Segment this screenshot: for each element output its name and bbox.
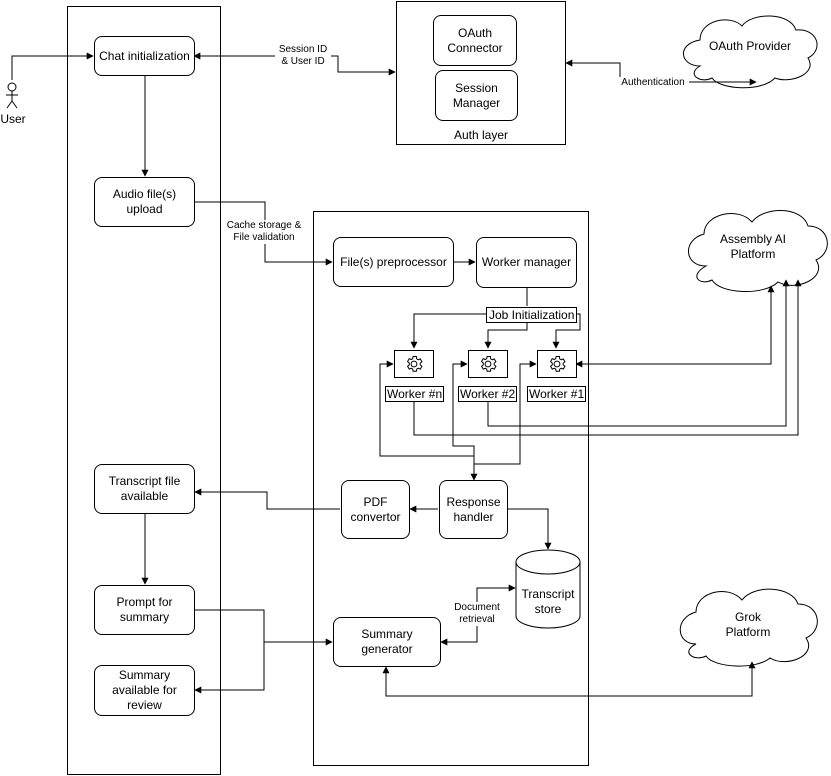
response-handler-box[interactable]: Response handler — [439, 480, 508, 539]
transcript-store-cylinder-top — [515, 549, 581, 575]
worker-n-label: Worker #n — [385, 386, 445, 402]
oauth-provider-label: OAuth Provider — [708, 39, 792, 53]
transcript-store-label: Transcript store — [521, 587, 575, 616]
user-lane — [67, 6, 221, 775]
prompt-summary-box[interactable]: Prompt for summary — [94, 585, 195, 635]
edge-response-store — [508, 508, 552, 550]
authentication-label: Authentication — [617, 77, 689, 89]
worker-n-gear — [394, 350, 434, 378]
transcript-available-box[interactable]: Transcript file available — [94, 464, 195, 514]
processing-container — [313, 211, 589, 766]
session-id-label: Session ID & User ID — [275, 44, 331, 68]
edge-chat-auth — [193, 52, 396, 76]
worker-1-label: Worker #1 — [527, 386, 587, 402]
assembly-ai-label: Assembly AI Platform — [719, 232, 787, 261]
auth-layer-title: Auth layer — [453, 128, 509, 142]
pdf-convertor-box[interactable]: PDF convertor — [341, 480, 410, 539]
edge-jobinit-worker-2 — [484, 322, 528, 349]
worker-manager-box[interactable]: Worker manager — [476, 237, 577, 288]
preprocessor-box[interactable]: File(s) preprocessor — [333, 237, 454, 287]
grok-platform-label: Grok Platform — [725, 610, 771, 639]
session-manager-box[interactable]: Session Manager — [435, 70, 518, 121]
gear-icon — [406, 356, 423, 372]
transcript-store-cylinder — [515, 562, 581, 629]
summary-review-box[interactable]: Summary available for review — [94, 665, 195, 716]
chat-initialization-box[interactable]: Chat initialization — [94, 36, 195, 76]
job-initialization-label: Job Initialization — [486, 307, 578, 323]
user-label: User — [0, 112, 26, 126]
edge-jobinit-worker-n — [410, 313, 486, 349]
edge-prompt-summary — [194, 609, 333, 646]
edge-worker1-assembly — [575, 285, 775, 368]
gear-icon — [480, 356, 497, 372]
gear-icon — [549, 356, 566, 372]
worker-2-gear — [468, 350, 508, 378]
user-icon — [6, 82, 18, 109]
summary-generator-box[interactable]: Summary generator — [333, 617, 441, 667]
worker-2-label: Worker #2 — [458, 386, 518, 402]
edge-summary-review — [194, 642, 265, 694]
edge-pdf-transcript — [194, 488, 340, 510]
edge-response-worker-1 — [470, 360, 537, 481]
worker-1-gear — [537, 350, 577, 378]
auth-layer-container — [396, 1, 566, 145]
edge-user-chat — [11, 52, 94, 80]
cache-validation-label: Cache storage & File validation — [221, 220, 307, 244]
document-retrieval-label: Document retrieval — [449, 602, 505, 626]
oauth-connector-box[interactable]: OAuth Connector — [433, 15, 517, 66]
audio-upload-box[interactable]: Audio file(s) upload — [94, 177, 195, 227]
edge-summary-grok — [382, 661, 756, 697]
edge-workern-assembly — [413, 279, 802, 436]
